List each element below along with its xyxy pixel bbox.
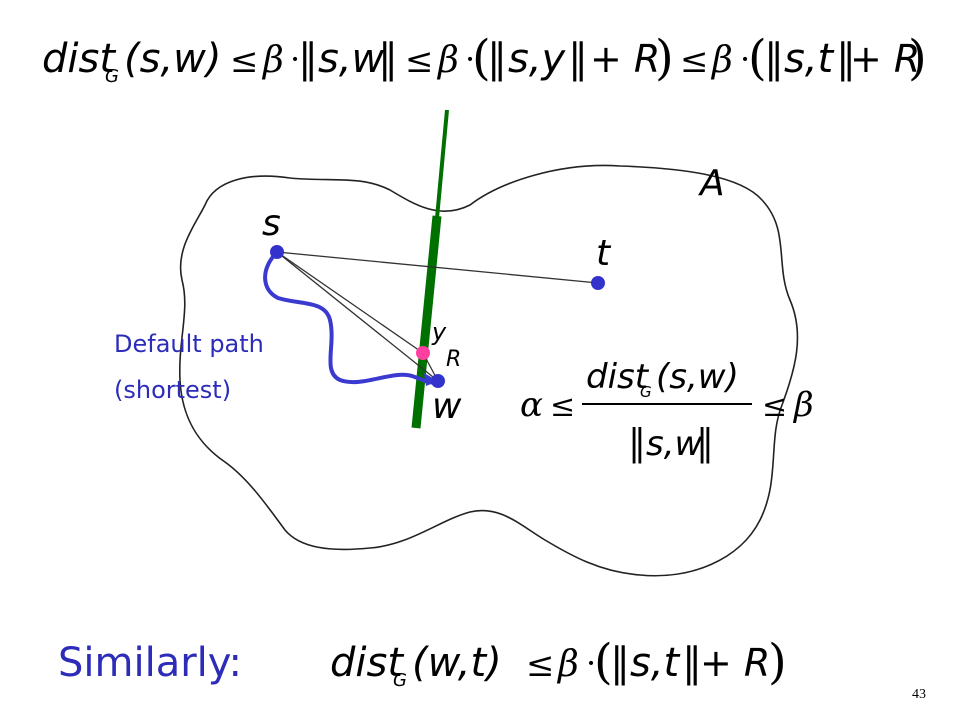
default-path-arrowhead [424, 373, 438, 386]
formula-top-sw: s,w [318, 36, 385, 82]
bottom-plus-r: + R [700, 641, 770, 685]
ratio-leq-2: ≤ [762, 389, 787, 424]
formula-top-args-sw: (s,w) [124, 36, 221, 82]
ratio-denominator: s,w [646, 424, 703, 464]
ratio-numerator-args: (s,w) [656, 357, 739, 397]
label-y: y [431, 318, 447, 346]
bottom-beta: β [556, 644, 579, 685]
node-s[interactable] [270, 245, 284, 259]
formula-top-leq-2: ≤ [405, 41, 434, 81]
ratio-numerator-dist: dist [586, 357, 650, 397]
ratio-denominator-norm-b: ‖ [696, 423, 714, 464]
bottom-sub-g: G [393, 670, 407, 691]
formula-top-cdot-2: · [465, 40, 475, 78]
bottom-norm-b: ‖ [682, 640, 702, 686]
formula-top-beta-3: β [710, 40, 733, 81]
formula-top-leq-1: ≤ [230, 41, 259, 81]
formula-top-dist: dist [42, 36, 116, 82]
bottom-lparen: ( [594, 634, 613, 690]
formula-top-cdot-1: · [290, 40, 300, 78]
default-path-sublabel: (shortest) [114, 376, 231, 404]
formula-top-leq-3: ≤ [680, 41, 709, 81]
formula-top-norm-1b: ‖ [378, 36, 398, 82]
ratio-numerator-sub: G [640, 383, 652, 401]
ratio-beta: β [792, 385, 814, 425]
formula-top-sub-g: G [105, 66, 119, 87]
ratio-leq-1: ≤ [550, 389, 575, 424]
formula-top-cdot-3: · [740, 40, 750, 78]
formula-top-rparen-1: ) [655, 30, 674, 86]
label-s: s [262, 203, 281, 244]
segment-s-t [276, 251, 599, 284]
formula-top-lparen-1: ( [472, 30, 491, 86]
ratio-denominator-norm-a: ‖ [628, 423, 646, 464]
formula-top-norm-1a: ‖ [298, 36, 318, 82]
bottom-rparen: ) [768, 634, 787, 690]
formula-top-plus-r-1: + R [590, 37, 660, 81]
default-path-label: Default path [114, 330, 264, 358]
formula-top-sy: s,y [508, 36, 567, 82]
node-t[interactable] [591, 276, 605, 290]
label-region-a: A [698, 163, 725, 204]
node-y[interactable] [416, 346, 430, 360]
page-number: 43 [912, 687, 926, 702]
formula-ratio: α ≤ dist G (s,w) ‖ s,w ‖ ≤ β [520, 357, 814, 464]
formula-top-lparen-2: ( [748, 30, 767, 86]
formula-top-norm-2a: ‖ [487, 36, 507, 82]
formula-top-norm-2b: ‖ [568, 36, 588, 82]
segment-s-w [276, 251, 439, 382]
bottom-cdot: · [586, 644, 596, 682]
formula-top-norm-3b: ‖ [836, 36, 856, 82]
default-path-curve [263, 250, 438, 385]
region-a-outline [178, 164, 799, 577]
green-line-thick [411, 215, 442, 429]
bottom-st: s,t [630, 640, 681, 686]
ratio-alpha: α [520, 385, 543, 425]
label-t: t [596, 233, 612, 274]
formula-top-beta-1: β [261, 40, 284, 81]
bottom-args-wt: (w,t) [412, 640, 502, 686]
formula-top: dist G (s,w) ≤ β · ‖ s,w ‖ ≤ β · ( ‖ s,y… [42, 30, 927, 87]
formula-top-beta-2: β [436, 40, 459, 81]
label-w: w [432, 386, 462, 427]
green-line-thin [435, 109, 449, 219]
formula-top-plus-r-2: + R [850, 37, 920, 81]
label-r: R [446, 347, 461, 372]
bottom-dist: dist [330, 640, 404, 686]
bottom-leq: ≤ [526, 645, 555, 685]
segment-s-y [276, 251, 424, 354]
similarly-label: Similarly: [58, 640, 242, 686]
formula-bottom: dist G (w,t) ≤ β · ( ‖ s,t ‖ + R ) [330, 634, 787, 691]
formula-top-norm-3a: ‖ [764, 36, 784, 82]
formula-top-st: s,t [784, 36, 835, 82]
node-w[interactable] [431, 374, 445, 388]
bottom-norm-a: ‖ [610, 640, 630, 686]
formula-top-rparen-2: ) [908, 30, 927, 86]
